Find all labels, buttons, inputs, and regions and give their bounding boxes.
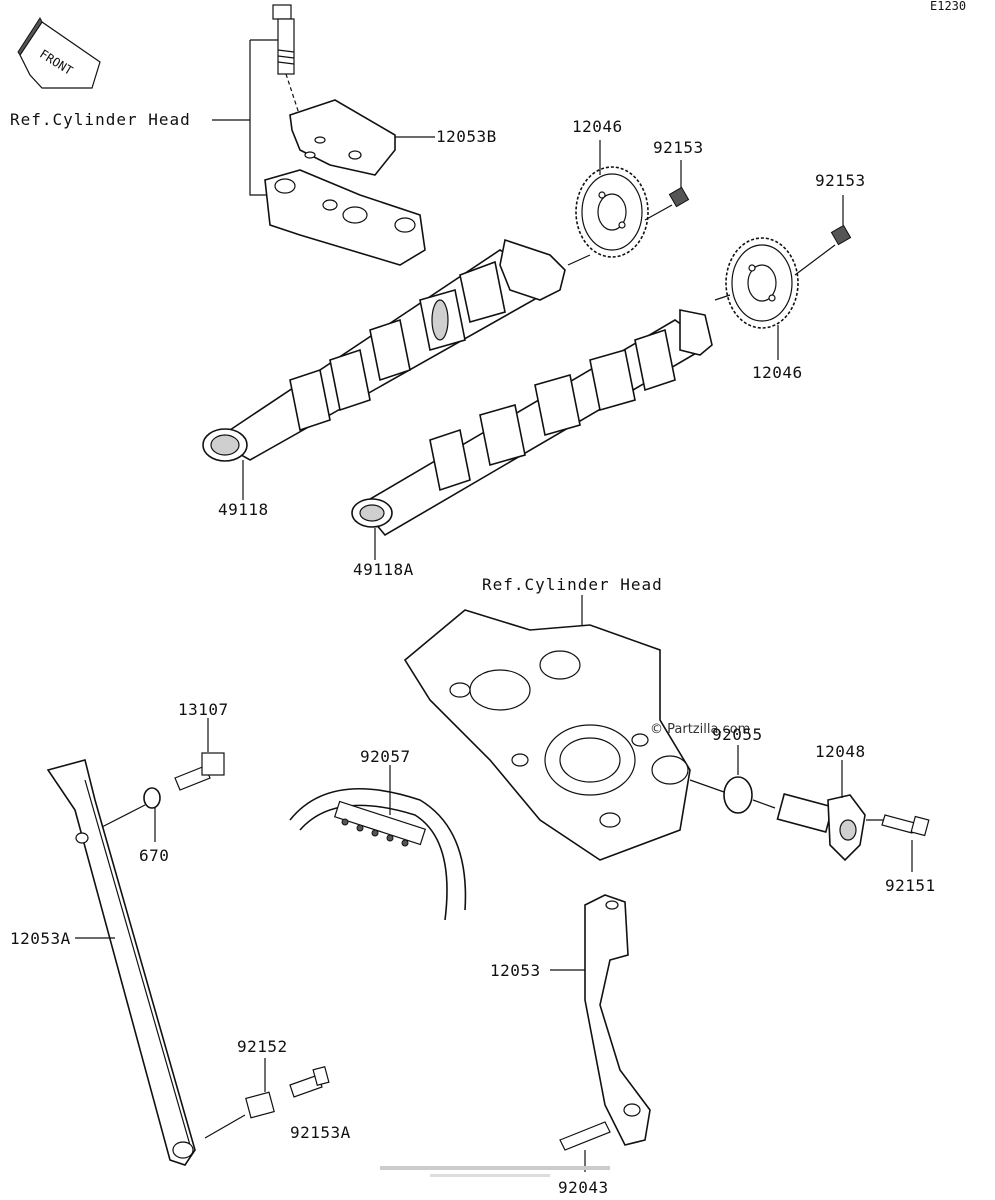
label-92151: 92151 bbox=[885, 876, 936, 895]
diagram-code: E1230 bbox=[930, 0, 966, 13]
label-92152: 92152 bbox=[237, 1037, 288, 1056]
footnote-bar bbox=[380, 1166, 610, 1170]
label-92043: 92043 bbox=[558, 1178, 609, 1197]
tensioner-bolt bbox=[881, 814, 930, 837]
label-92153A: 92153A bbox=[290, 1123, 351, 1142]
label-12053B: 12053B bbox=[436, 127, 497, 146]
chain-tensioner bbox=[776, 792, 866, 862]
cylinder-head bbox=[403, 609, 691, 861]
label-12053A: 12053A bbox=[10, 929, 71, 948]
label-92057: 92057 bbox=[360, 747, 411, 766]
label-49118A: 49118A bbox=[353, 560, 414, 579]
o-ring-670 bbox=[143, 787, 161, 809]
camshaft-sprocket-lower bbox=[725, 237, 799, 329]
label-670: 670 bbox=[139, 846, 169, 865]
ref-cylinder-head-mid: Ref.Cylinder Head bbox=[482, 575, 663, 594]
pin-92043 bbox=[559, 1121, 611, 1151]
chain-tensioner-guide-12053A bbox=[46, 759, 196, 1166]
label-12046-top: 12046 bbox=[572, 117, 623, 136]
camshaft-sprocket-upper bbox=[575, 166, 649, 258]
camshaft-intake bbox=[202, 238, 566, 462]
sprocket-bolt-left bbox=[668, 186, 690, 208]
footnote-bar-2 bbox=[430, 1174, 550, 1177]
label-92153-right: 92153 bbox=[815, 171, 866, 190]
cam-chain bbox=[289, 787, 467, 921]
label-49118: 49118 bbox=[218, 500, 269, 519]
sprocket-bolt-right bbox=[830, 224, 852, 246]
long-bolt bbox=[272, 4, 295, 75]
collar-92152 bbox=[245, 1091, 275, 1119]
bolt-92153A bbox=[289, 1065, 330, 1098]
label-12053: 12053 bbox=[490, 961, 541, 980]
o-ring-92055 bbox=[723, 776, 753, 814]
watermark: © Partzilla.com bbox=[650, 722, 750, 737]
guide-bolt-13107 bbox=[174, 752, 225, 791]
label-12046-right: 12046 bbox=[752, 363, 803, 382]
cam-chain-guide-bracket bbox=[289, 99, 396, 176]
camshaft-exhaust bbox=[351, 309, 713, 537]
camshaft-cap bbox=[264, 169, 426, 266]
chain-guide-12053 bbox=[584, 894, 651, 1146]
front-arrow-icon: FRONT bbox=[17, 16, 101, 89]
label-12048: 12048 bbox=[815, 742, 866, 761]
ref-cylinder-head-top: Ref.Cylinder Head bbox=[10, 110, 191, 129]
label-92153-left: 92153 bbox=[653, 138, 704, 157]
label-13107: 13107 bbox=[178, 700, 229, 719]
label-92055: 92055 bbox=[712, 725, 763, 744]
